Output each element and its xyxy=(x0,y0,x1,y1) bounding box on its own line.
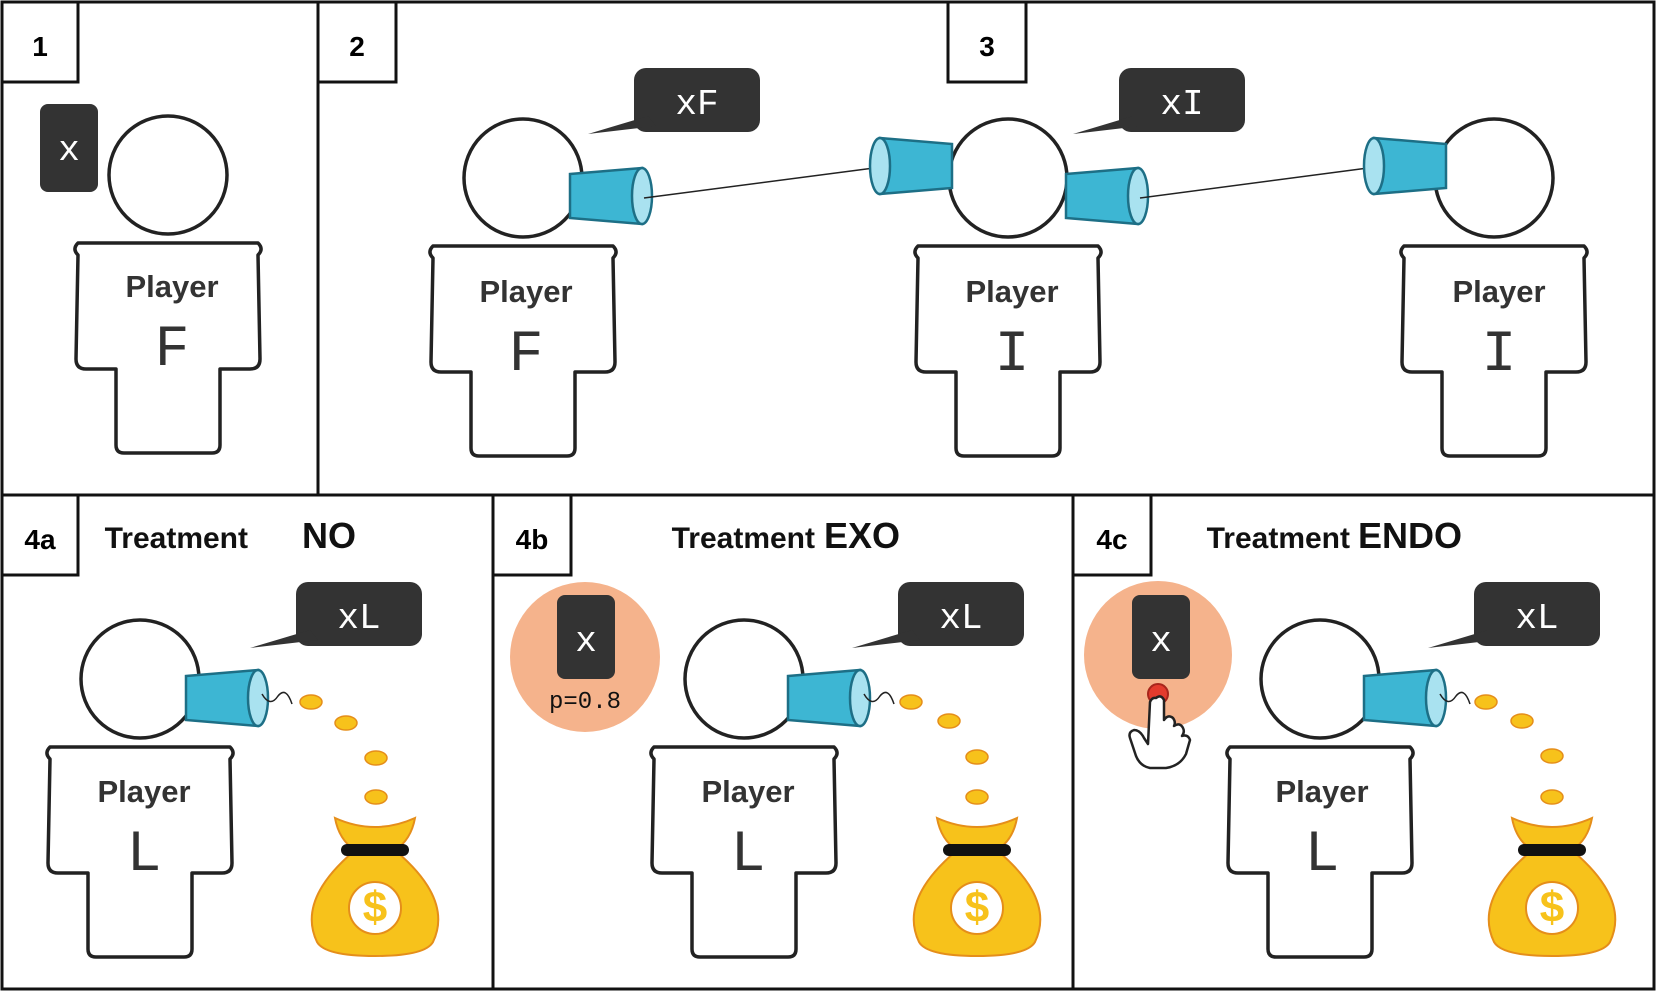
coin-icon xyxy=(364,789,388,805)
speech-bubble xyxy=(588,68,760,134)
panel-4b: 4b Treatment EXO x p=0.8 Player L xL $ xyxy=(491,493,1042,959)
panel-3: 3 Player I xI Player I xyxy=(868,0,1589,458)
player-letter: L xyxy=(731,823,766,888)
speech-bubble xyxy=(1073,68,1245,134)
player-label: Player xyxy=(1275,774,1368,809)
panel-number: 4a xyxy=(24,524,56,555)
speech-bubble-text: xI xyxy=(1160,84,1203,125)
speech-bubble xyxy=(250,582,422,648)
panel-number-box xyxy=(0,0,80,84)
dollar-sign-icon: $ xyxy=(965,883,989,932)
secret-card-label: x xyxy=(58,130,80,171)
panel-number: 4b xyxy=(516,524,549,555)
player-label: Player xyxy=(97,774,190,809)
secret-card xyxy=(40,104,98,192)
speech-bubble-text: xL xyxy=(337,598,380,639)
pointing-hand-icon xyxy=(1128,695,1192,770)
coin-icon xyxy=(937,713,961,729)
player-letter: F xyxy=(509,323,544,388)
secret-card xyxy=(557,595,615,679)
string-curl xyxy=(863,691,895,705)
treatment-title-prefix: Treatment xyxy=(1207,522,1350,555)
probability-label: p=0.8 xyxy=(549,689,621,716)
secret-card xyxy=(1132,595,1190,679)
paper-cup-icon xyxy=(1064,166,1150,226)
player-letter: I xyxy=(1482,323,1517,388)
player-letter: L xyxy=(1305,823,1340,888)
panel-number-box xyxy=(491,493,573,577)
speech-bubble-text: xF xyxy=(675,84,718,125)
secret-card-label: x xyxy=(575,621,597,662)
panel-number-box xyxy=(946,0,1028,84)
treatment-title-name: EXO xyxy=(824,515,900,556)
speech-bubble-text: xL xyxy=(939,598,982,639)
paper-cup-icon xyxy=(1362,136,1448,196)
dollar-sign-icon: $ xyxy=(1540,883,1564,932)
player-label: Player xyxy=(1452,274,1545,309)
treatment-title-name: ENDO xyxy=(1358,515,1462,556)
coin-icon xyxy=(299,694,323,710)
player-letter: L xyxy=(127,823,162,888)
panel-number-box xyxy=(316,0,398,84)
paper-cup-icon xyxy=(868,136,954,196)
coin-icon xyxy=(965,749,989,765)
string-line xyxy=(1139,167,1369,199)
panel-number-box xyxy=(0,493,80,577)
panel-number: 3 xyxy=(979,31,995,62)
string-curl xyxy=(1439,691,1471,705)
coin-icon xyxy=(1510,713,1534,729)
player-label: Player xyxy=(701,774,794,809)
coin-icon xyxy=(1540,789,1564,805)
panel-2: 2 Player F xF xyxy=(316,0,875,458)
coin-icon xyxy=(899,694,923,710)
panel-number: 2 xyxy=(349,31,365,62)
player-label: Player xyxy=(965,274,1058,309)
panel-number-box xyxy=(1071,493,1153,577)
treatment-title-name: NO xyxy=(302,515,356,556)
speech-bubble xyxy=(1428,582,1600,648)
string-curl xyxy=(261,691,293,705)
player-label: Player xyxy=(479,274,572,309)
panel-4a: 4a Treatment NO Player L xL $ xyxy=(0,493,440,959)
secret-card-label: x xyxy=(1150,621,1172,662)
coin-icon xyxy=(334,715,358,731)
coin-icon xyxy=(1540,748,1564,764)
panel-4c: 4c Treatment ENDO x Player L xL $ xyxy=(1071,493,1617,959)
string-line xyxy=(643,167,875,199)
coin-icon xyxy=(1474,694,1498,710)
dollar-sign-icon: $ xyxy=(363,883,387,932)
paper-cup-icon xyxy=(786,668,872,728)
paper-cup-icon xyxy=(1362,668,1448,728)
player-label: Player xyxy=(125,269,218,304)
panel-number: 4c xyxy=(1096,524,1127,555)
treatment-title-prefix: Treatment xyxy=(672,522,815,555)
panel-number: 1 xyxy=(32,31,48,62)
treatment-title-prefix: Treatment xyxy=(105,522,248,555)
panel-1: 1 x Player F xyxy=(0,0,263,455)
player-letter: F xyxy=(155,318,190,383)
paper-cup-icon xyxy=(184,668,270,728)
coin-icon xyxy=(364,750,388,766)
speech-bubble-text: xL xyxy=(1515,598,1558,639)
paper-cup-icon xyxy=(568,166,654,226)
coin-icon xyxy=(965,789,989,805)
speech-bubble xyxy=(852,582,1024,648)
player-letter: I xyxy=(995,323,1030,388)
